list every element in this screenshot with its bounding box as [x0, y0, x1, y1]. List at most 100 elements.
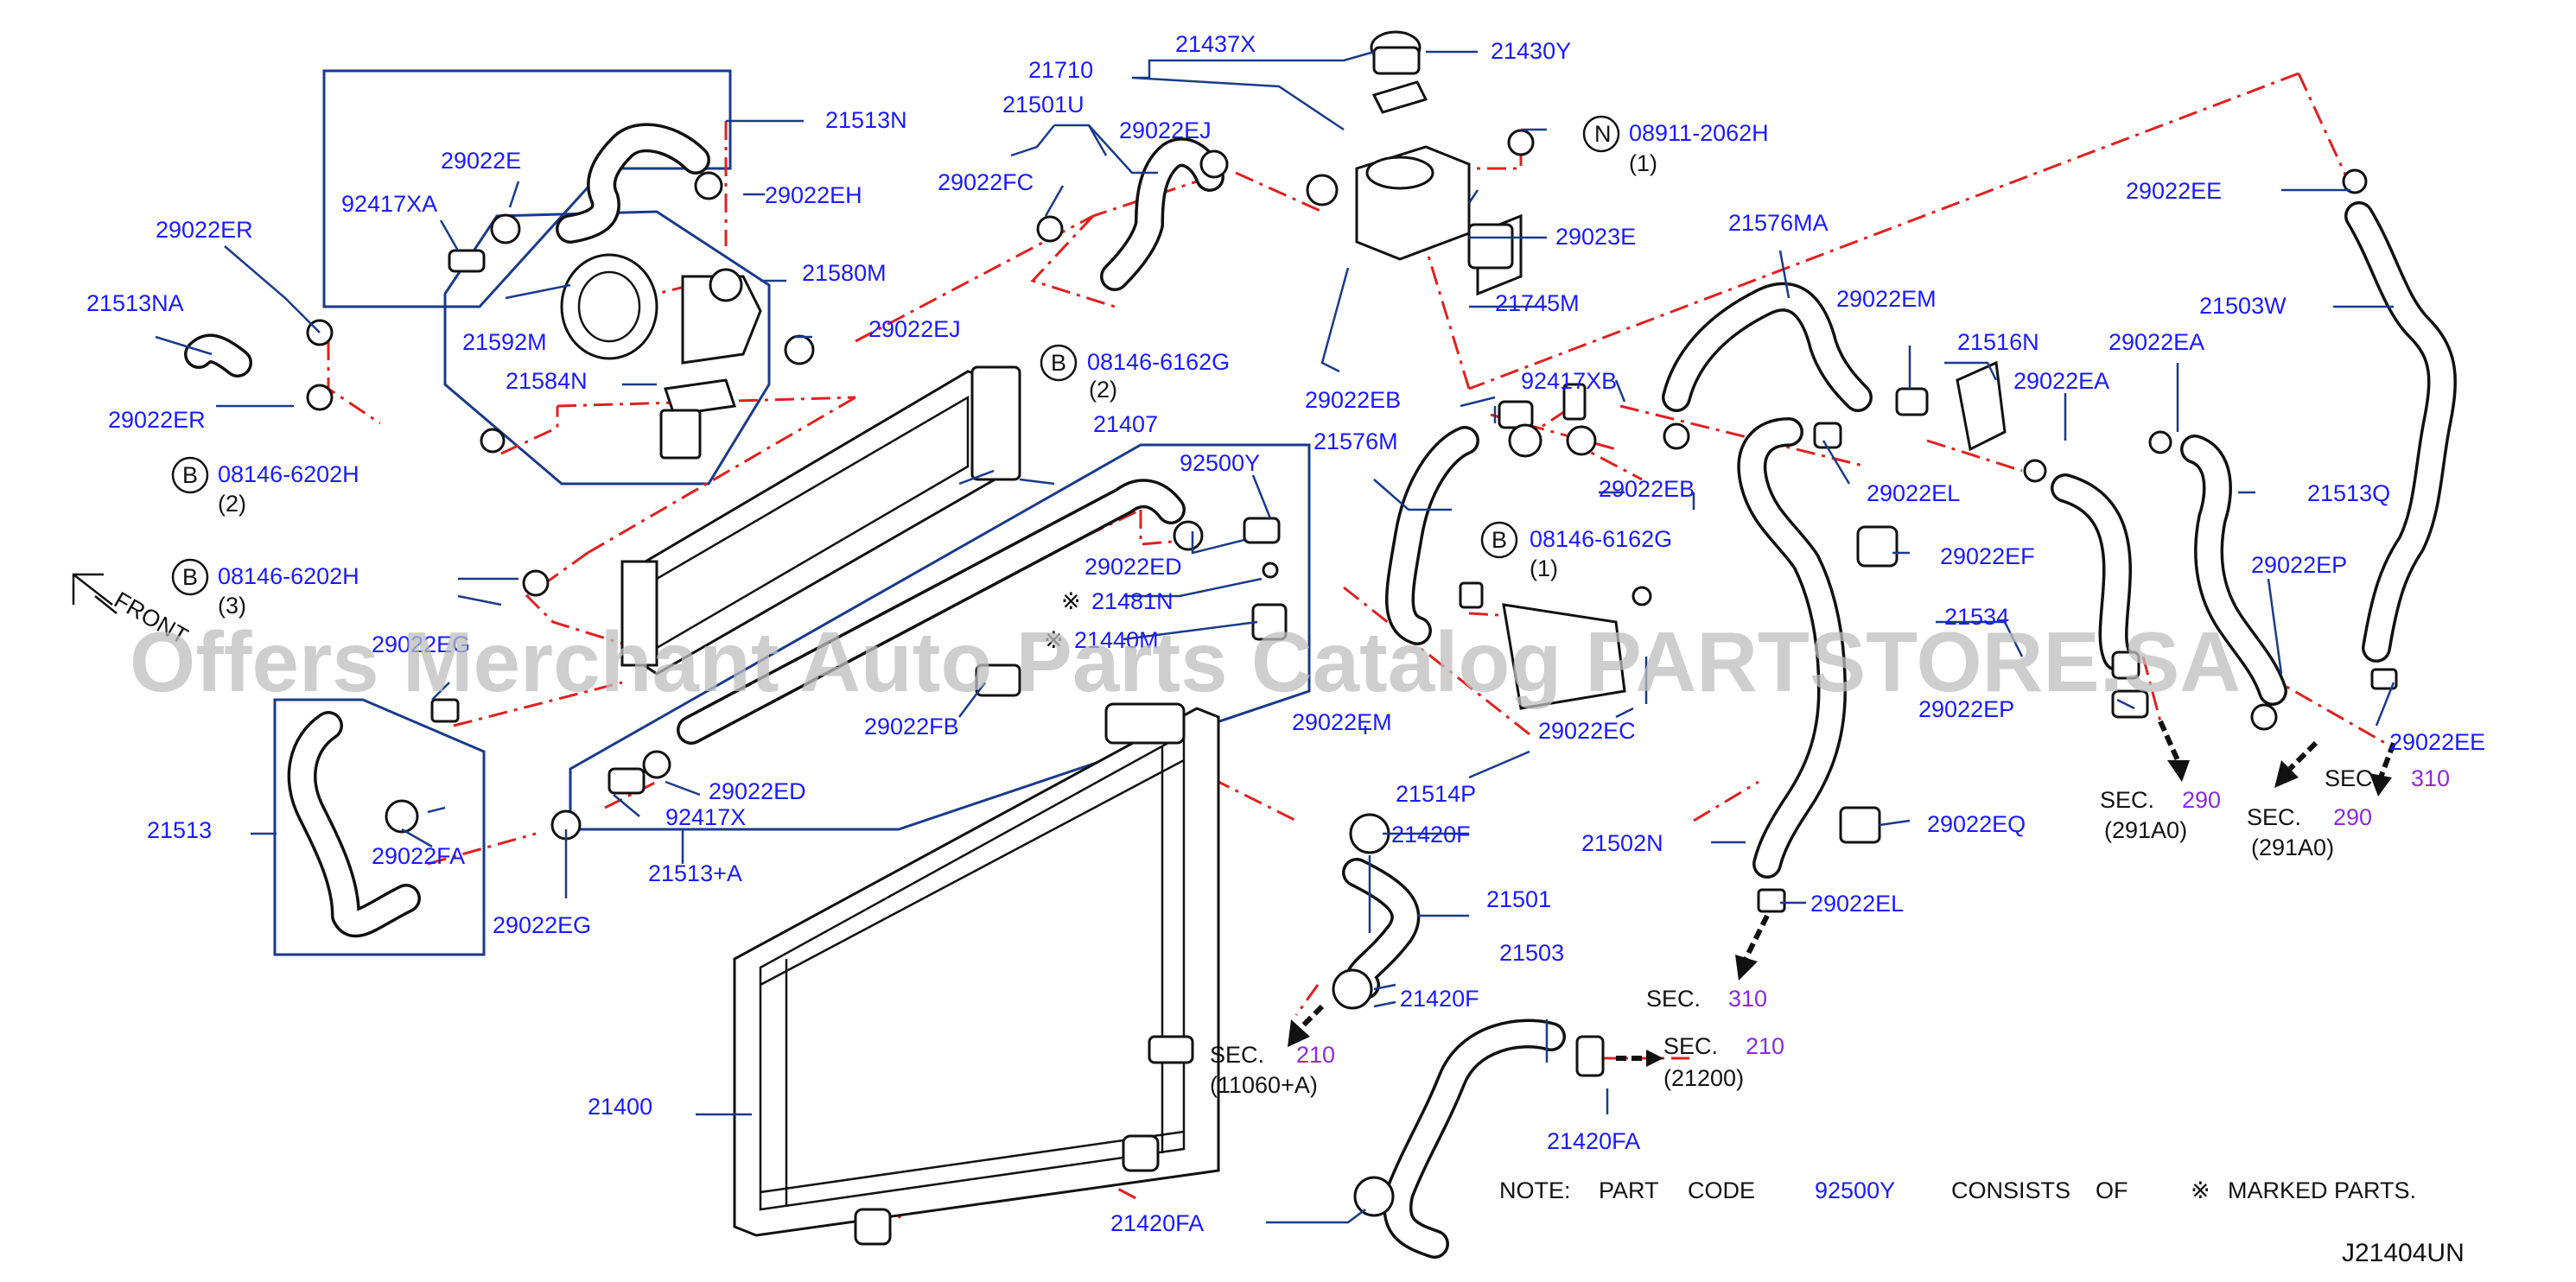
part-label: 29022ER	[156, 217, 253, 243]
part-label: 21514P	[1396, 781, 1476, 807]
part-label: 21503W	[2199, 293, 2287, 319]
qty-label: (2)	[1089, 377, 1117, 403]
part-label: 29022EA	[2013, 368, 2109, 394]
note-word: CONSISTS	[1951, 1177, 2070, 1203]
part-label: 29022EB	[1599, 476, 1695, 502]
part-label: 21576M	[1313, 428, 1398, 454]
part-label: 29022EF	[1940, 543, 2035, 569]
part-label: 92417XA	[341, 191, 437, 217]
part-label: 29022FB	[864, 714, 959, 739]
part-label: 21745M	[1495, 290, 1580, 316]
part-label: 29022EA	[2109, 329, 2204, 355]
part-label: 92417XB	[1521, 368, 1617, 394]
small-parts	[306, 30, 2398, 1217]
part-label: 21420F	[1400, 986, 1479, 1012]
note-mark: ※	[2191, 1177, 2210, 1203]
part-label: 21513+A	[648, 860, 742, 886]
section-number: 310	[2411, 765, 2450, 791]
circle-letter-b: B	[182, 564, 198, 590]
part-label: 29022EG	[372, 631, 470, 657]
section-sub: (291A0)	[2104, 817, 2187, 843]
part-label: 29023E	[1555, 224, 1636, 250]
group-box-21513	[273, 698, 486, 956]
note-word: PART	[1599, 1177, 1659, 1203]
marked-symbol: ※	[1044, 627, 1064, 653]
part-label: 08146-6162G	[1087, 349, 1230, 375]
note-prefix: NOTE:	[1499, 1177, 1571, 1203]
part-label: 21437X	[1175, 31, 1256, 57]
part-label: 21513NA	[86, 290, 184, 316]
note-word: MARKED PARTS.	[2228, 1177, 2416, 1203]
radiator-21400	[733, 702, 1220, 1246]
group-box-21513n	[322, 69, 732, 308]
note-line: NOTE: PART CODE 92500Y CONSISTS OF ※ MAR…	[1499, 1177, 2416, 1203]
quantity-labels: (1) (2) (2) (3) (1)	[218, 150, 1657, 619]
part-label: 21513Q	[2307, 480, 2390, 506]
watermark: Offers Merchant Auto Parts Catalog PARTS…	[130, 614, 2241, 709]
part-label: 21503	[1499, 940, 1564, 966]
part-label: 29022ED	[709, 778, 806, 804]
hoses	[184, 123, 2457, 1259]
section-prefix: SEC.	[2325, 765, 2379, 791]
circle-letter-b: B	[1051, 350, 1066, 376]
part-label: 29022EJ	[868, 316, 961, 342]
note-word: CODE	[1688, 1177, 1755, 1203]
part-label: 21430Y	[1491, 38, 1571, 64]
section-number: 290	[2182, 787, 2221, 813]
part-label: 21420FA	[1110, 1210, 1204, 1236]
group-box-21580m	[443, 210, 771, 486]
part-label: 29022ED	[1084, 554, 1182, 580]
part-label: 29022E	[441, 148, 521, 174]
part-label: 92417X	[665, 804, 746, 830]
section-prefix: SEC.	[1210, 1042, 1264, 1068]
part-label: 08146-6162G	[1530, 526, 1672, 552]
part-label: 21502N	[1581, 830, 1663, 856]
front-arrow-icon	[72, 573, 118, 614]
part-label: 21400	[588, 1094, 652, 1120]
part-label: 29022EJ	[1119, 117, 1212, 143]
part-label: 29022EL	[1867, 480, 1960, 506]
part-label: 08146-6202H	[218, 563, 359, 589]
part-label: 29022ER	[108, 407, 206, 433]
part-label: 29022EL	[1810, 891, 1904, 917]
part-label: 29022EQ	[1927, 811, 2026, 837]
circle-letter-b: B	[182, 462, 198, 488]
part-label: 21516N	[1957, 329, 2039, 355]
part-label: 29022EB	[1305, 387, 1401, 413]
part-label: 29022FC	[938, 169, 1034, 195]
part-label: 21501	[1486, 886, 1551, 912]
qty-label: (1)	[1530, 555, 1558, 581]
section-number: 210	[1296, 1042, 1335, 1068]
part-label: 29022EM	[1836, 286, 1937, 312]
part-label: 21534	[1944, 604, 2009, 630]
part-label: 08911-2062H	[1629, 120, 1769, 146]
section-refs: SEC. 290 (291A0) SEC. 310 SEC. 290 (291A…	[1210, 765, 2450, 1098]
section-prefix: SEC.	[2247, 804, 2301, 830]
part-label: 21420FA	[1547, 1128, 1640, 1154]
part-label: 29022EP	[2251, 552, 2347, 578]
section-prefix: SEC.	[1646, 986, 1701, 1012]
part-label: 92500Y	[1180, 450, 1260, 476]
part-label: 21501U	[1002, 92, 1084, 117]
circle-letter-b: B	[1492, 527, 1507, 553]
part-label: 21513	[147, 817, 212, 843]
section-number: 210	[1746, 1033, 1784, 1059]
heat-exchanger-21407	[620, 365, 1021, 676]
section-number: 290	[2333, 804, 2372, 830]
diagram-code: J21404UN	[2342, 1239, 2465, 1267]
circle-letter-n: N	[1594, 121, 1612, 147]
part-label: 29022EC	[1538, 718, 1636, 744]
part-label: 29022EG	[493, 912, 591, 938]
note-part-number: 92500Y	[1815, 1177, 1895, 1203]
section-sub: (11060+A)	[1210, 1072, 1318, 1098]
part-label: 29022EP	[1918, 696, 2014, 722]
circle-markers	[171, 115, 1620, 596]
part-label: 21592M	[462, 329, 547, 355]
section-sub: (291A0)	[2251, 835, 2334, 860]
part-label: 08146-6202H	[218, 461, 359, 487]
part-label: 29022EM	[1292, 709, 1392, 735]
part-label: 21710	[1028, 57, 1093, 83]
note-word: OF	[2096, 1177, 2128, 1203]
part-label: 29022EE	[2389, 729, 2485, 755]
